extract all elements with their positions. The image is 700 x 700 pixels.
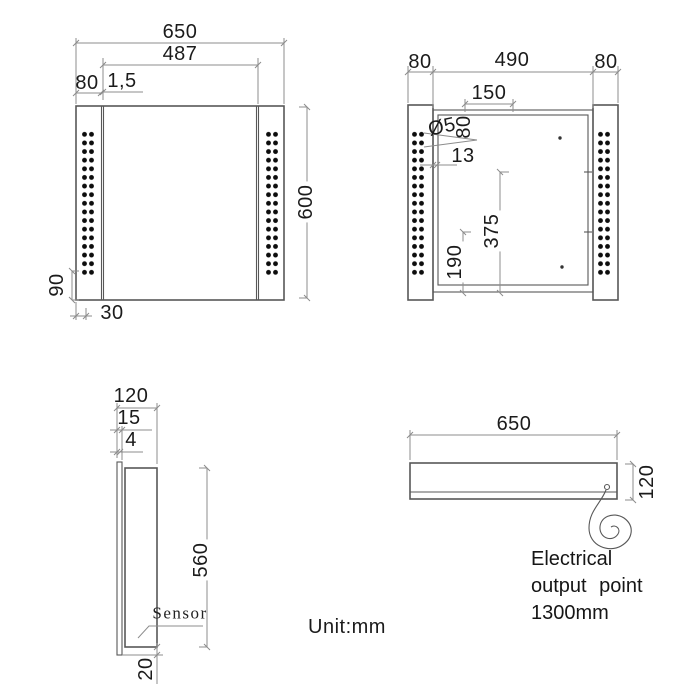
dim-back-hole-height-lower: 190 <box>444 241 466 283</box>
cable-spiral <box>588 489 632 550</box>
dim-front-width-inner: 487 <box>162 43 198 65</box>
dim-back-edge-right: 80 <box>594 51 618 73</box>
back-view-dimensions <box>404 66 622 297</box>
dim-back-edge-left: 80 <box>408 51 432 73</box>
led-strip-back-left <box>411 130 425 277</box>
dim-front-width-total: 650 <box>162 21 198 43</box>
dim-front-led-bottom-offset: 90 <box>46 273 68 297</box>
dim-back-width-center: 490 <box>494 49 530 71</box>
dim-back-hole-height-upper: 375 <box>481 210 503 252</box>
led-strip-front-right <box>264 130 279 277</box>
electrical-note: Electrical output point 1300mm <box>531 546 643 627</box>
dim-back-hole-span: 150 <box>471 82 507 104</box>
dim-front-led-inset: 30 <box>100 302 124 324</box>
front-view-dimensions <box>68 38 311 320</box>
dim-front-height-total: 600 <box>295 181 317 223</box>
electrical-note-line1: Electrical <box>531 548 613 570</box>
back-view-outline <box>407 104 619 301</box>
led-strip-back-right <box>596 130 611 277</box>
dim-side-depth-total: 120 <box>113 385 149 407</box>
dim-bottom-depth-total: 120 <box>636 464 658 500</box>
dim-side-bottom-offset: 20 <box>135 657 157 681</box>
side-view-outline <box>116 461 158 656</box>
led-strip-front-left <box>81 130 95 277</box>
dim-side-box-height: 560 <box>190 539 212 581</box>
dim-back-hole-top-offset: 80 <box>453 115 475 139</box>
sensor-label: Sensor <box>152 603 208 623</box>
dim-front-edge-strip: 80 <box>75 72 99 94</box>
dim-side-glass-thickness: 4 <box>125 429 137 451</box>
front-view-outline <box>75 105 285 301</box>
bottom-view-outline <box>409 462 632 550</box>
electrical-note-line3: 1300mm <box>531 602 609 624</box>
dim-side-depth-box: 15 <box>117 407 141 429</box>
dim-bottom-width-total: 650 <box>496 413 532 435</box>
bottom-view-dimensions <box>406 430 637 504</box>
dim-front-gap: 1,5 <box>107 70 137 92</box>
dim-back-hole-side-offset: 13 <box>451 145 475 167</box>
unit-label: Unit:mm <box>308 616 386 638</box>
electrical-note-line2: output point <box>531 575 643 597</box>
